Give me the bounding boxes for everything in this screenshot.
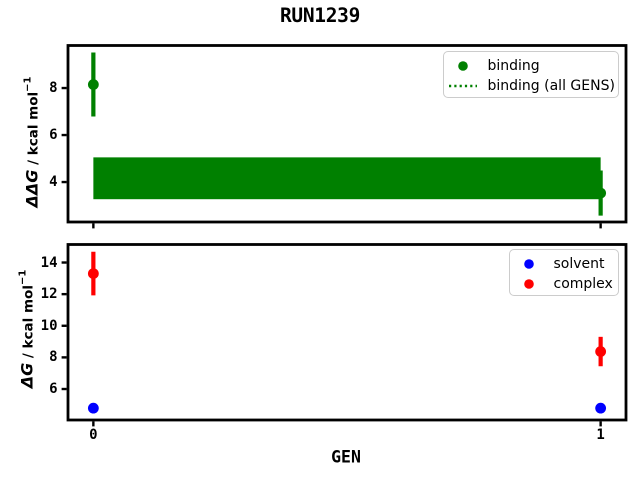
legend-marker-icon xyxy=(523,258,534,269)
ylabel-unit-part: / kcal mol xyxy=(25,91,41,170)
x-axis-label: GEN xyxy=(331,447,361,467)
ytick-label-bottom-12: 12 xyxy=(40,286,58,303)
xtick-label-1: 1 xyxy=(596,427,605,443)
ylabel-superscript: −1 xyxy=(17,269,28,286)
legend-entry-solvent: solvent xyxy=(510,254,619,274)
marker-complex-gen0 xyxy=(87,268,99,279)
ytick-label-top-8: 8 xyxy=(49,80,58,97)
marker-binding-gen1 xyxy=(595,187,607,199)
legend-label: binding (all GENS) xyxy=(487,78,615,95)
band-binding-all-gens- xyxy=(93,157,601,200)
ylabel-math-part: ΔG xyxy=(17,362,37,389)
axes-frame-bottom xyxy=(66,243,628,422)
bottom-legend: solvent complex xyxy=(508,248,619,296)
bottom-y-axis-label: ΔG / kcal mol−1 xyxy=(17,269,37,389)
legend-entry-complex: complex xyxy=(510,274,619,294)
legend-marker-icon xyxy=(457,60,468,71)
ytick-label-bottom-10: 10 xyxy=(40,317,58,334)
legend-label: binding xyxy=(487,57,540,74)
ylabel-unit-part: / kcal mol xyxy=(20,285,37,363)
axes-frame-top xyxy=(66,44,628,224)
chart-title: RUN1239 xyxy=(279,4,361,27)
marker-binding-gen0 xyxy=(87,79,99,90)
ytick-label-top-6: 6 xyxy=(49,127,58,144)
top-legend: binding binding (all GENS) xyxy=(442,50,619,98)
legend-marker-icon xyxy=(523,279,534,289)
ytick-label-bottom-6: 6 xyxy=(49,381,58,397)
legend-entry-binding: binding xyxy=(444,56,619,76)
legend-dotted-line-icon xyxy=(448,84,477,88)
ytick-label-bottom-8: 8 xyxy=(49,349,58,366)
ytick-label-top-4: 4 xyxy=(49,174,58,191)
legend-label: solvent xyxy=(553,255,605,272)
marker-solvent-gen0 xyxy=(87,402,99,414)
ylabel-math-part: ΔΔG xyxy=(22,169,41,208)
marker-solvent-gen1 xyxy=(595,402,607,414)
ylabel-superscript: −1 xyxy=(21,76,33,92)
legend-label: complex xyxy=(553,276,613,293)
xtick-label-0: 0 xyxy=(89,427,98,443)
marker-complex-gen1 xyxy=(595,346,607,357)
ytick-label-bottom-14: 14 xyxy=(40,254,58,271)
legend-entry-binding-all-gens-: binding (all GENS) xyxy=(444,76,619,96)
top-y-axis-label: ΔΔG / kcal mol−1 xyxy=(21,76,42,208)
